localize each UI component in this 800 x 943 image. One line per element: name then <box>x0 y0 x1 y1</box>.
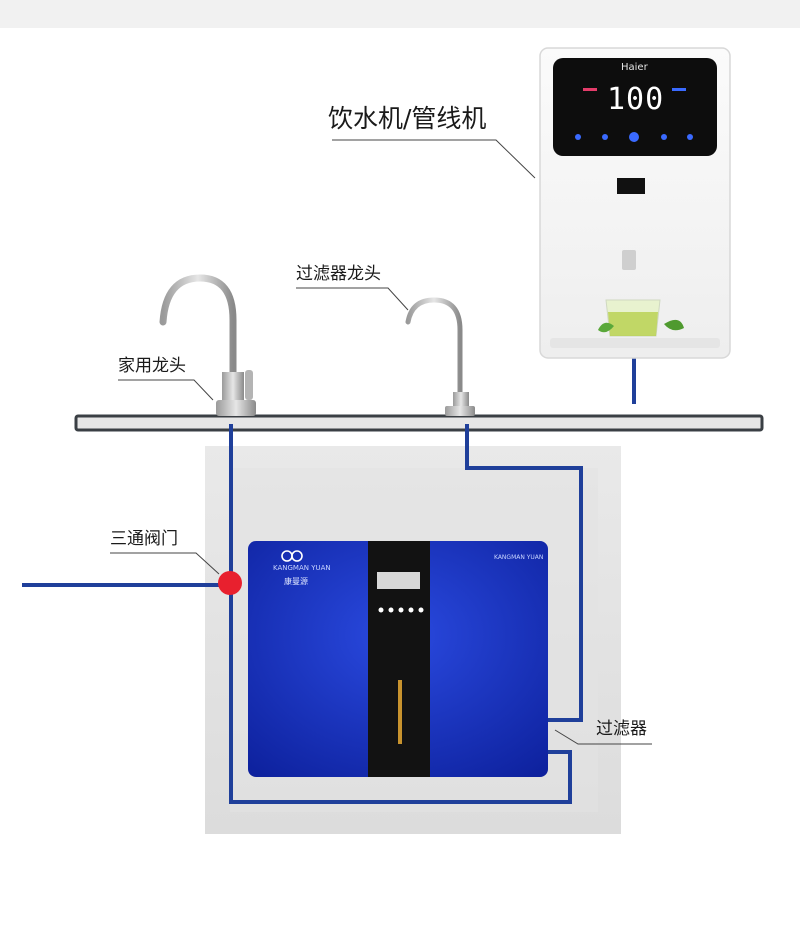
filter-faucet <box>405 297 475 416</box>
pipes <box>22 356 636 804</box>
drip-tray <box>550 338 720 348</box>
dispenser-screen <box>553 58 717 156</box>
filter-faucet-pipe <box>465 424 583 722</box>
filter-faucet-label: 过滤器龙头 <box>296 264 381 284</box>
dispenser-brand: Haier <box>621 62 648 73</box>
dispenser-outlet <box>617 178 645 194</box>
glass-of-tea <box>598 299 684 337</box>
leader-dispenser <box>332 139 536 179</box>
home-faucet-label: 家用龙头 <box>118 356 186 376</box>
water-dispenser <box>539 47 731 359</box>
leader-home-faucet <box>118 379 214 401</box>
water-purifier <box>248 541 548 777</box>
background-band <box>0 0 800 28</box>
purifier-logo-icon <box>281 550 303 562</box>
three-way-valve <box>218 571 242 595</box>
purifier-display <box>377 572 420 589</box>
three-way-valve-label: 三通阀门 <box>110 529 178 549</box>
leader-lines <box>110 139 652 745</box>
dispenser-label: 饮水机/管线机 <box>328 104 487 133</box>
dispenser-display-value: 100 <box>607 82 665 117</box>
home-faucet-pipe <box>229 424 572 804</box>
leader-filter-faucet <box>296 287 409 311</box>
purifier-indicator-strip <box>398 680 402 744</box>
leader-filter <box>554 729 652 745</box>
leader-valve <box>110 552 220 575</box>
purifier-brand: KANGMAN YUAN <box>273 564 331 572</box>
purifier-brand-cn: 康曼源 <box>284 577 308 586</box>
countertop <box>74 414 764 432</box>
filter-label: 过滤器 <box>596 719 647 739</box>
home-faucet <box>159 274 256 416</box>
purifier-model: KANGMAN YUAN <box>494 554 544 561</box>
